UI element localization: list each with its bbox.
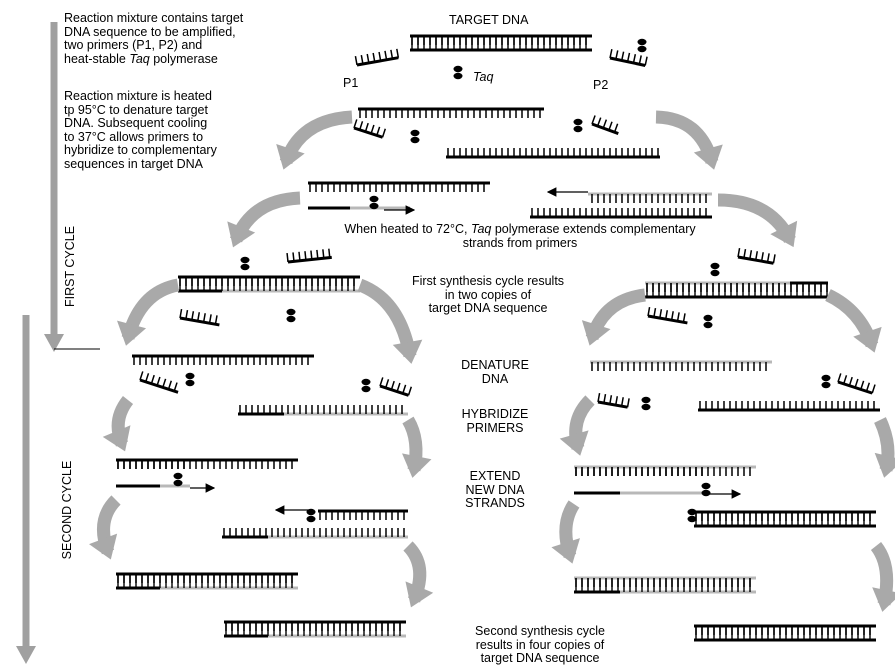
taq-label: Taq	[473, 70, 493, 84]
copy2-taq-body	[711, 270, 720, 276]
target-dna-bases	[412, 36, 586, 50]
final2-bases	[226, 622, 400, 636]
taq-free-2-head	[454, 66, 463, 72]
c2ext-right-bot-taq-body	[688, 516, 697, 522]
final3-bases	[576, 578, 750, 592]
target-dna-label: TARGET DNA	[449, 13, 528, 27]
step-denature: DENATURE DNA	[440, 359, 550, 386]
taq-left-2-head	[411, 130, 420, 136]
denature-note: Reaction mixture is heated tp 95°C to de…	[64, 90, 304, 172]
final1-bases	[118, 574, 292, 588]
c2ext-left-bot-taq-body	[307, 516, 316, 522]
c2-right-primer2-teeth	[838, 373, 875, 393]
intro-taq: Taq	[129, 52, 149, 66]
final4-bases	[696, 626, 870, 640]
c2ext-left-bot-teeth	[320, 511, 404, 520]
step-hybridize: HYBRIDIZE PRIMERS	[440, 408, 550, 435]
extend-taq: Taq	[471, 222, 491, 236]
taq-left-2-body	[411, 137, 420, 143]
taq-right-2-body	[574, 126, 583, 132]
c2ext-left-taq-body	[174, 480, 183, 486]
second-cycle-label: SECOND CYCLE	[60, 460, 74, 560]
taq-free-2-body	[454, 73, 463, 79]
first-cycle-arrow	[44, 22, 64, 352]
copy1-taq-body	[241, 264, 250, 270]
copy1-taq-head	[241, 257, 250, 263]
c2-right-taq-body	[642, 404, 651, 410]
primer-p2-label: P2	[593, 78, 608, 92]
c2-left-taq-head	[186, 373, 195, 379]
taq-free-1-head	[638, 39, 647, 45]
copy2-taq-head	[711, 263, 720, 269]
c2ext-right-taq-head	[702, 483, 711, 489]
c2-right-taq2-head	[822, 375, 831, 381]
copy2-bases	[647, 283, 827, 297]
c2ext-right-bot-taq-head	[688, 509, 697, 515]
c2-left-taq2-body	[362, 386, 371, 392]
taq-ext-left-head	[370, 196, 379, 202]
taq-ext-left-body	[370, 203, 379, 209]
c2-right-primer-backbone	[598, 402, 628, 407]
extend-note: When heated to 72°C, Taq polymerase exte…	[270, 223, 770, 250]
copy1-taq-b-head	[287, 309, 296, 315]
c2-left-taq2-head	[362, 379, 371, 385]
copy1-primer-backbone	[288, 257, 332, 262]
step-extend: EXTEND NEW DNA STRANDS	[440, 470, 550, 511]
c2-right-taq-head	[642, 397, 651, 403]
arrow-c2-head	[393, 340, 423, 364]
taq-free-1-body	[638, 46, 647, 52]
first-result-note: First synthesis cycle results in two cop…	[388, 275, 588, 316]
copy2-taq-b-body	[704, 322, 713, 328]
copy1-bases	[180, 277, 354, 291]
copy2-taq-b-head	[704, 315, 713, 321]
second-result-note: Second synthesis cycle results in four c…	[440, 625, 640, 666]
second-cycle-arrow	[16, 315, 36, 664]
c2ext-left-taq-head	[174, 473, 183, 479]
first-cycle-label: FIRST CYCLE	[63, 227, 77, 307]
taq-right-2-head	[574, 119, 583, 125]
copy1-taq-b-body	[287, 316, 296, 322]
c2-left-taq-body	[186, 380, 195, 386]
primer-p1-label: P1	[343, 76, 358, 90]
c2ext-right-bot-bases	[696, 512, 870, 526]
c2ext-right-taq-body	[702, 490, 711, 496]
c2-left-primer-teeth	[140, 371, 177, 391]
intro-note: Reaction mixture contains target DNA seq…	[64, 12, 324, 66]
arrow-d2-head	[402, 453, 431, 478]
c2-right-taq2-body	[822, 382, 831, 388]
